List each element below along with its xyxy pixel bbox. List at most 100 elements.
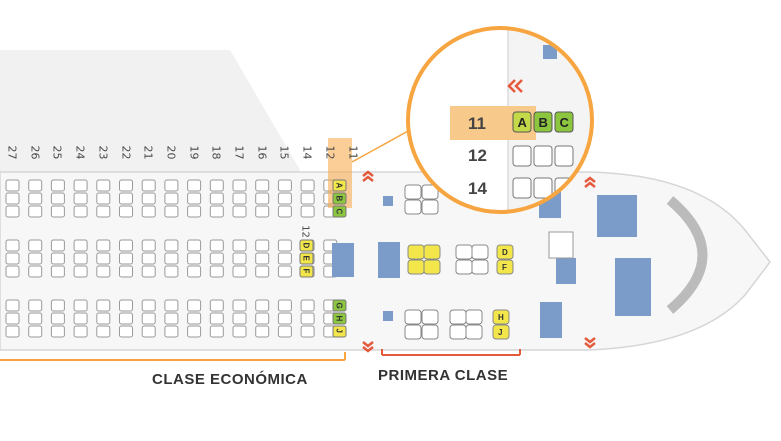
seat[interactable] [255,299,270,312]
seat[interactable] [73,192,88,205]
zoom-seat[interactable] [512,111,532,133]
seat[interactable] [50,239,65,252]
seat[interactable] [187,299,202,312]
seat[interactable] [96,239,111,252]
seat[interactable] [232,299,247,312]
seat[interactable] [141,325,156,338]
first-class-seat[interactable] [492,309,510,325]
first-class-seat[interactable] [404,184,422,200]
seat[interactable] [28,325,43,338]
seat[interactable] [255,252,270,265]
seat[interactable] [96,192,111,205]
seat[interactable] [73,179,88,192]
seat[interactable] [209,205,224,218]
seat[interactable] [164,179,179,192]
seat[interactable] [119,205,133,218]
seat[interactable] [209,252,224,265]
seat[interactable] [209,192,224,205]
seat[interactable] [255,265,270,278]
seat[interactable] [187,252,202,265]
seat[interactable] [119,192,133,205]
seat[interactable] [50,252,65,265]
seat-11[interactable] [332,205,347,218]
seat-11[interactable] [299,265,314,278]
seat[interactable] [277,299,292,312]
first-class-seat[interactable] [496,244,514,260]
seat[interactable] [209,179,224,192]
zoom-seat[interactable] [533,111,553,133]
seat[interactable] [164,205,179,218]
first-class-seat[interactable] [471,244,489,260]
seat[interactable] [277,265,292,278]
seat[interactable] [119,265,133,278]
zoom-seat[interactable] [512,177,532,199]
first-class-seat[interactable] [455,259,473,275]
zoom-seat[interactable] [533,177,553,199]
seat[interactable] [141,265,156,278]
seat[interactable] [119,239,133,252]
seat[interactable] [50,192,65,205]
seat[interactable] [96,299,111,312]
first-class-seat[interactable] [404,324,422,340]
seat[interactable] [277,205,292,218]
seat[interactable] [28,205,43,218]
first-class-seat[interactable] [449,324,467,340]
seat[interactable] [232,239,247,252]
seat-11[interactable] [332,312,347,325]
seat[interactable] [73,252,88,265]
seat[interactable] [232,205,247,218]
seat[interactable] [73,312,88,325]
seat-11[interactable] [332,325,347,338]
first-class-seat[interactable] [465,324,483,340]
seat[interactable] [232,179,247,192]
seat[interactable] [232,265,247,278]
seat[interactable] [5,179,20,192]
seat[interactable] [50,265,65,278]
seat[interactable] [187,325,202,338]
first-class-seat[interactable] [421,324,439,340]
seat[interactable] [28,192,43,205]
seat[interactable] [141,312,156,325]
seat[interactable] [119,179,133,192]
seat[interactable] [96,325,111,338]
seat[interactable] [5,252,20,265]
seat[interactable] [164,312,179,325]
zoom-seat[interactable] [554,145,574,167]
seat[interactable] [164,252,179,265]
first-class-seat[interactable] [407,244,425,260]
seat[interactable] [5,325,20,338]
seat[interactable] [277,192,292,205]
seat[interactable] [232,192,247,205]
seat[interactable] [255,179,270,192]
first-class-seat[interactable] [471,259,489,275]
seat-11[interactable] [299,252,314,265]
seat[interactable] [96,179,111,192]
seat-11[interactable] [332,179,347,192]
seat[interactable] [73,299,88,312]
seat[interactable] [300,205,315,218]
first-class-seat[interactable] [423,244,441,260]
seat-11[interactable] [332,192,347,205]
seat[interactable] [277,325,292,338]
seat[interactable] [255,239,270,252]
seat[interactable] [5,312,20,325]
seat[interactable] [187,265,202,278]
seat[interactable] [209,239,224,252]
seat[interactable] [141,299,156,312]
seat[interactable] [119,312,133,325]
seat[interactable] [164,325,179,338]
seat[interactable] [96,312,111,325]
seat[interactable] [50,179,65,192]
seat[interactable] [28,312,43,325]
seat[interactable] [73,205,88,218]
seat[interactable] [164,239,179,252]
seat[interactable] [232,252,247,265]
seat[interactable] [28,252,43,265]
seat[interactable] [119,252,133,265]
seat[interactable] [255,205,270,218]
first-class-seat[interactable] [421,309,439,325]
seat[interactable] [28,179,43,192]
seat[interactable] [73,265,88,278]
seat[interactable] [255,325,270,338]
first-class-seat[interactable] [455,244,473,260]
